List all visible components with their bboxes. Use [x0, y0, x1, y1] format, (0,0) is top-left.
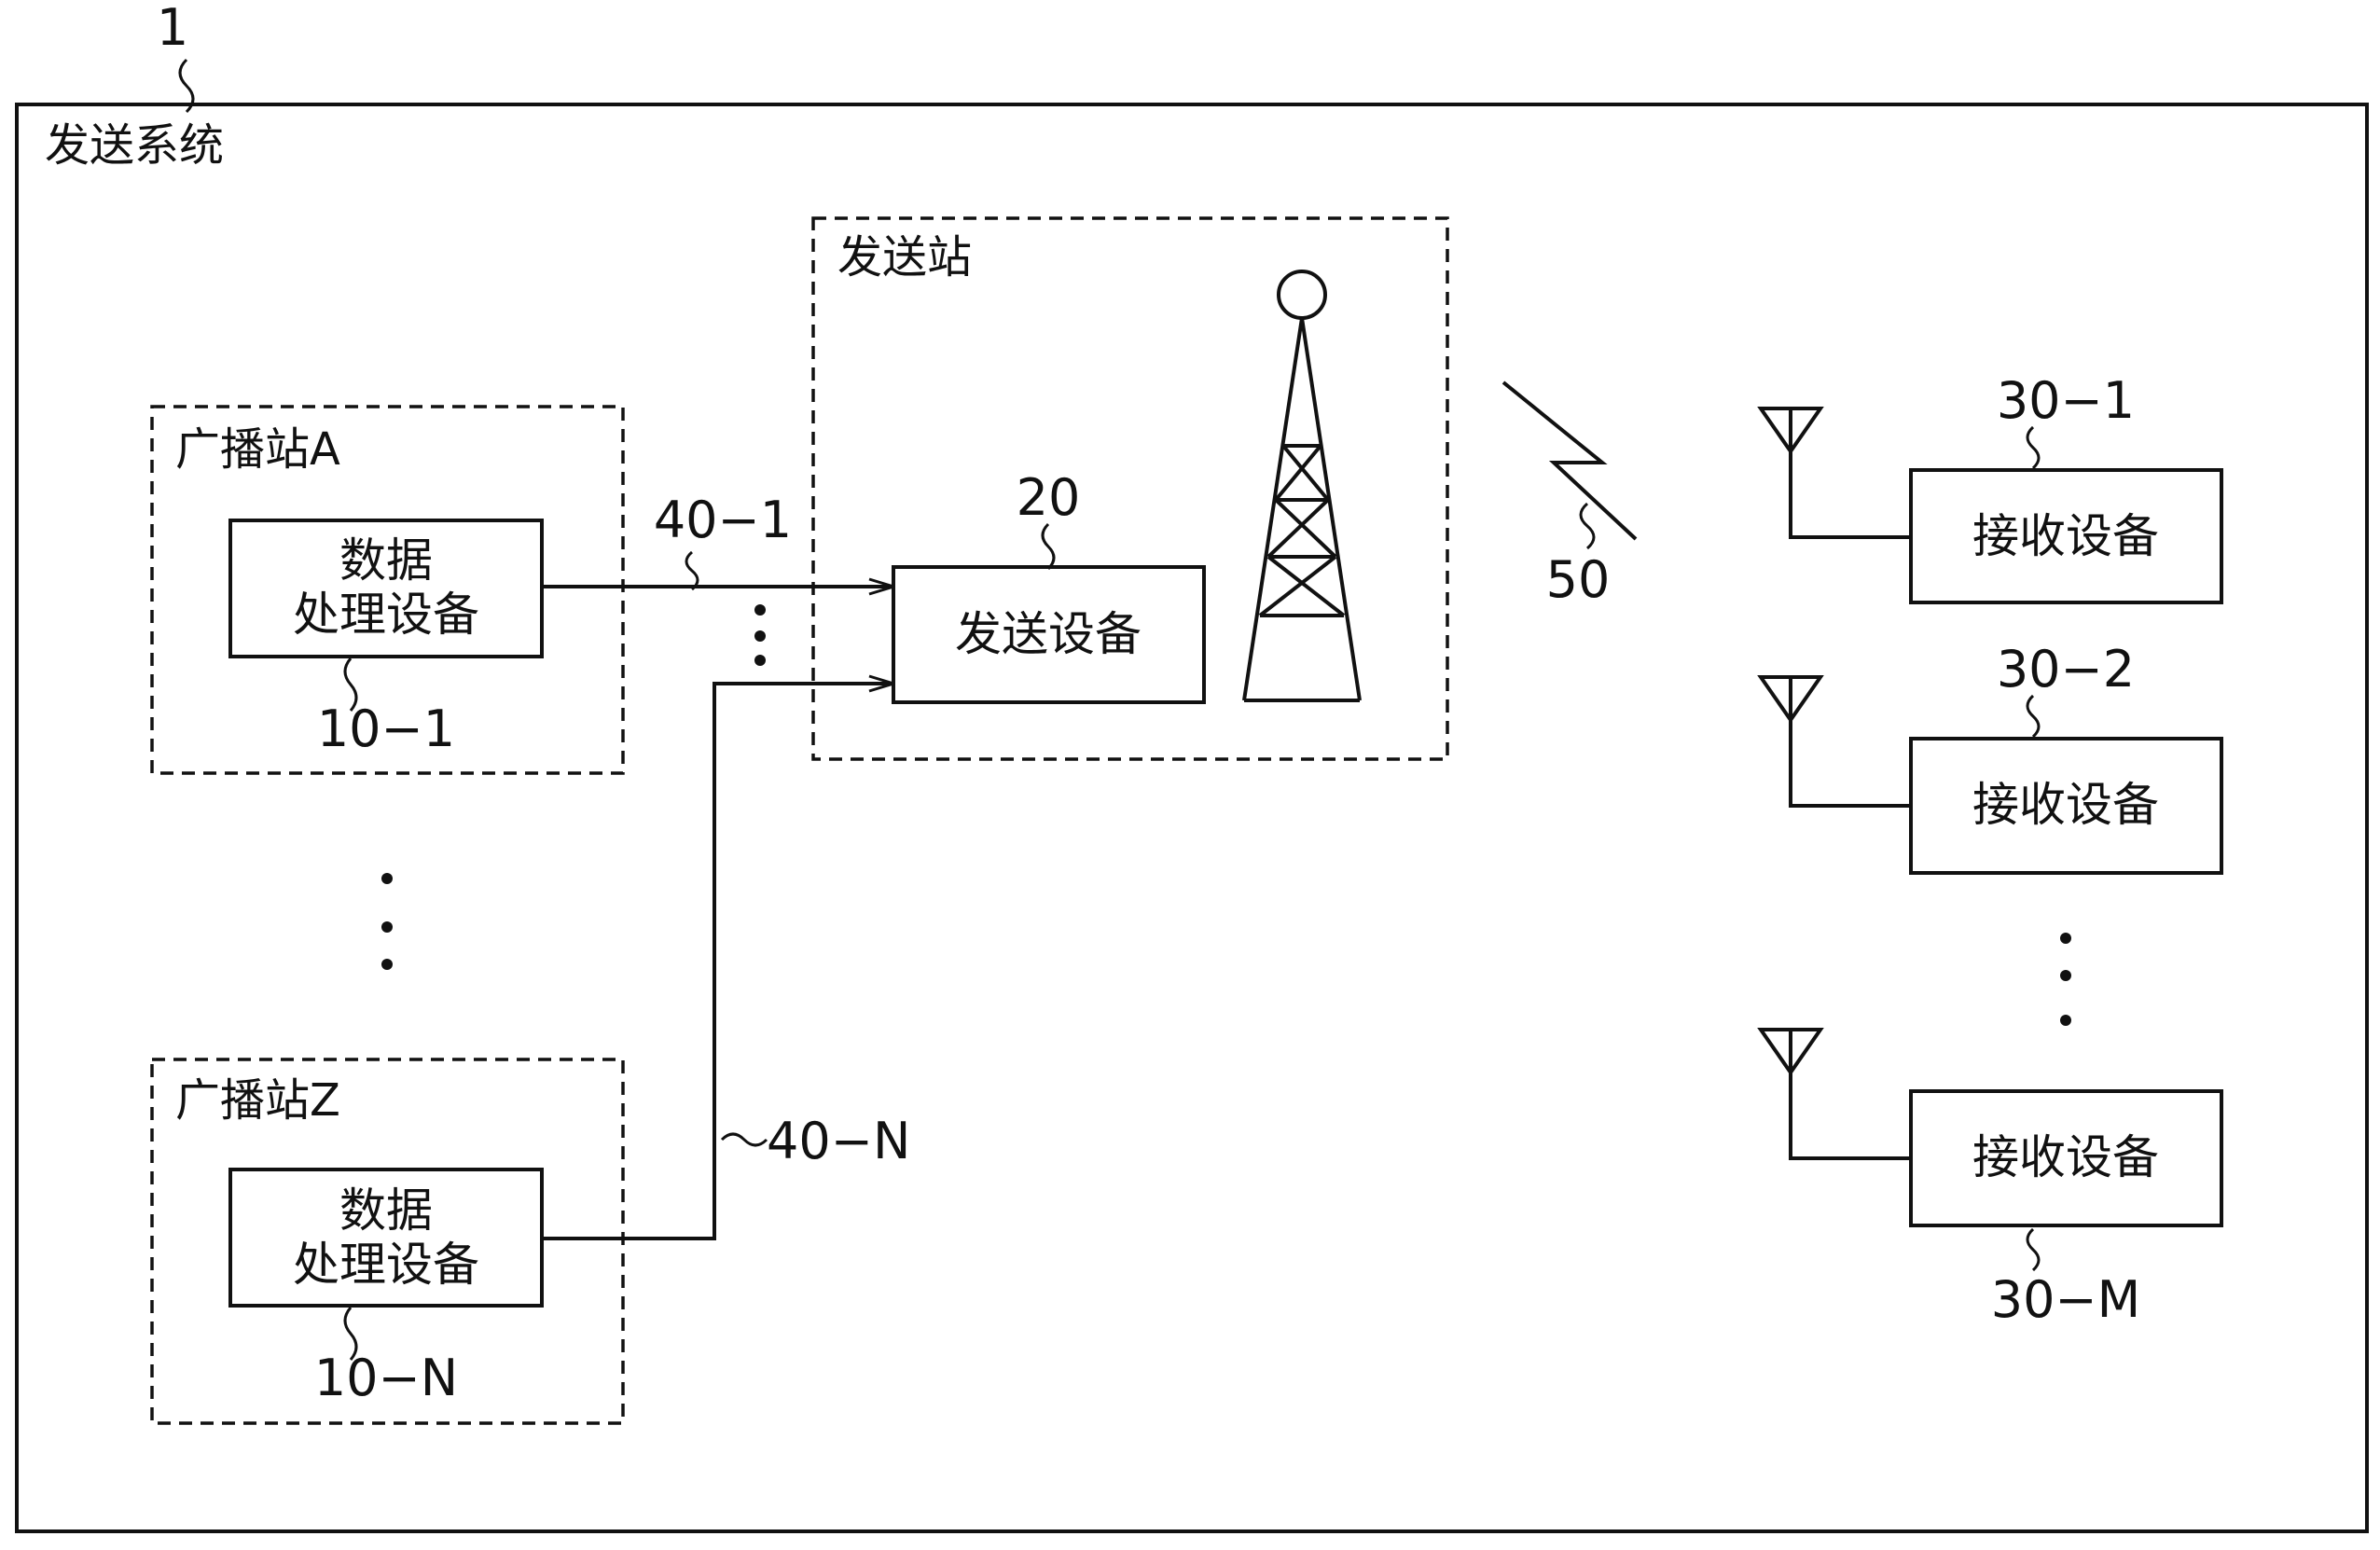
- link-40-1-label: 40−1: [654, 491, 792, 549]
- transmission-links: 40−1 40−N: [542, 491, 910, 1240]
- system-ref-leader: [178, 58, 195, 114]
- device-1-label-line1: 数据: [339, 533, 433, 588]
- antenna-feed-line: [1789, 451, 1911, 539]
- receiver-m: 接收设备 30−M: [1757, 1028, 2223, 1329]
- receiving-device-label: 接收设备: [1972, 509, 2159, 563]
- receiving-device-ref-leader: [2026, 1227, 2041, 1272]
- wireless-link: 50: [1501, 381, 1638, 609]
- device-n-ref-leader: [343, 1307, 358, 1361]
- receiver-2: 接收设备 30−2: [1757, 640, 2223, 875]
- transmitting-station-frame: [811, 216, 1449, 761]
- wireless-signal-icon: [1501, 381, 1638, 541]
- transmitting-device-label: 发送设备: [955, 607, 1142, 661]
- receiver-1: 接收设备 30−1: [1757, 371, 2223, 604]
- wireless-ref: 50: [1546, 550, 1611, 609]
- receiving-device-label: 接收设备: [1972, 778, 2159, 832]
- antenna-feed-line: [1789, 720, 1911, 808]
- system-frame: [15, 103, 2369, 1533]
- antenna-feed-line: [1789, 1073, 1911, 1160]
- device-n-ref: 10−N: [314, 1349, 458, 1407]
- transmission-system: 1 发送系统: [15, 0, 2369, 1533]
- broadcast-station-z: 广播站Z 数据 处理设备 10−N: [150, 1058, 625, 1425]
- device-n-label-line1: 数据: [339, 1183, 433, 1238]
- link-40-1-leader: [685, 550, 699, 591]
- antenna-icon: [1757, 1028, 1824, 1076]
- device-1-label-line2: 处理设备: [293, 588, 479, 642]
- link-40-n-leader: [720, 1132, 768, 1147]
- broadcast-station-a-label: 广播站A: [175, 423, 340, 476]
- device-1-ref: 10−1: [317, 699, 455, 758]
- system-label: 发送系统: [45, 119, 224, 172]
- links-ellipsis: [754, 604, 766, 666]
- broadcast-tower-icon: [1242, 270, 1362, 702]
- device-1-ref-leader: [343, 657, 358, 712]
- antenna-icon: [1757, 675, 1824, 724]
- receiving-device-ref: 30−M: [1991, 1270, 2141, 1329]
- transmitting-device-ref-leader: [1041, 522, 1056, 571]
- broadcast-station-a: 广播站A 数据 处理设备 10−1: [150, 405, 625, 775]
- receiving-device: [1909, 737, 2223, 875]
- receiving-device-label: 接收设备: [1972, 1130, 2159, 1184]
- link-40-n-label: 40−N: [767, 1112, 910, 1170]
- broadcast-station-a-frame: [150, 405, 625, 775]
- receiving-device-ref-leader: [2026, 694, 2041, 739]
- stations-ellipsis: [381, 873, 393, 970]
- receivers-ellipsis: [2060, 933, 2071, 1026]
- receiving-device-ref: 30−2: [1997, 640, 2135, 699]
- link-40-n: [542, 684, 893, 1240]
- transmitting-device-ref: 20: [1017, 468, 1081, 527]
- broadcast-station-z-label: 广播站Z: [175, 1074, 340, 1127]
- broadcast-station-z-frame: [150, 1058, 625, 1425]
- antenna-icon: [1757, 407, 1824, 455]
- transmitting-station-label: 发送站: [837, 231, 972, 284]
- device-n-label-line2: 处理设备: [293, 1238, 479, 1292]
- wireless-ref-leader: [1579, 502, 1596, 550]
- system-ref: 1: [157, 0, 188, 57]
- receiving-device-ref: 30−1: [1997, 371, 2135, 430]
- receiving-device: [1909, 468, 2223, 604]
- transmitting-station: 发送站 发送设备 20: [811, 216, 1449, 761]
- receiving-device: [1909, 1089, 2223, 1227]
- receiving-device-ref-leader: [2026, 425, 2041, 470]
